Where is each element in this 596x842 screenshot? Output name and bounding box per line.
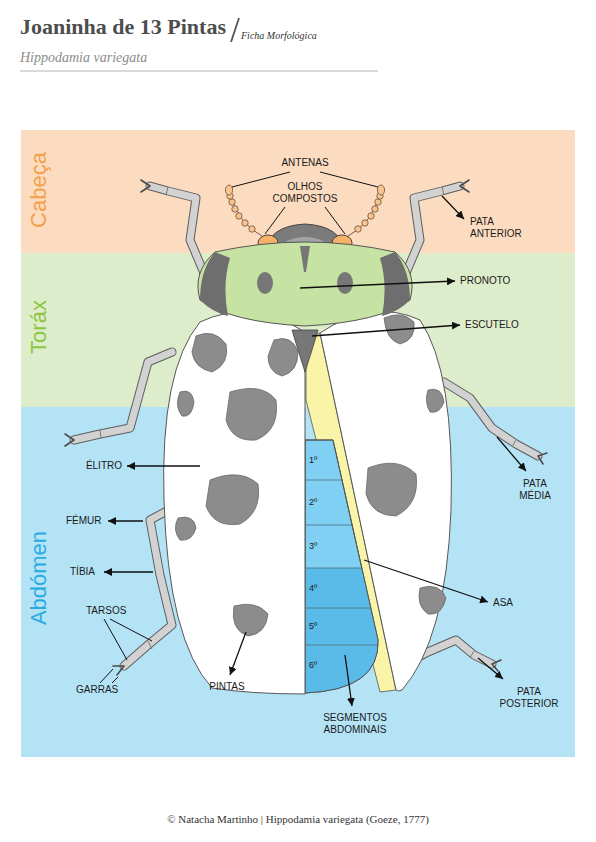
- spot: [192, 333, 227, 372]
- tarsus-joint: [100, 430, 101, 438]
- part-label: SEGMENTOS ABDOMINAIS: [315, 712, 395, 736]
- elytron: [164, 312, 452, 694]
- part-label: TÍBIA: [70, 566, 95, 578]
- abdomen: [305, 608, 371, 609]
- part-label: PATA ANTERIOR: [470, 216, 532, 240]
- leader-arrow: [108, 520, 143, 521]
- leader-arrow: [230, 632, 246, 675]
- segment-number: 1º: [309, 455, 317, 466]
- region-name: Toráx: [28, 300, 50, 354]
- spot: [175, 315, 446, 636]
- antenna: [377, 185, 384, 195]
- antenna: [372, 206, 378, 212]
- antenna: [232, 206, 238, 212]
- tarsus-joint: [148, 641, 152, 649]
- tarsus-joint: [166, 187, 168, 195]
- part-label: PRONOTO: [460, 275, 510, 287]
- part-label: OLHOS COMPOSTOS: [270, 181, 340, 205]
- antenna: [229, 199, 235, 205]
- antenna: [225, 185, 232, 195]
- abdomen: [305, 645, 379, 646]
- tarsus-joint: [470, 651, 474, 658]
- pronotum: [257, 272, 273, 294]
- part-label: FÉMUR: [66, 515, 102, 527]
- antenna: [236, 213, 242, 219]
- antenna: [249, 226, 255, 232]
- spot: [233, 604, 268, 636]
- segment-number: 5º: [309, 621, 317, 632]
- subtitle-tag: Ficha Morfológica: [241, 30, 317, 42]
- spot: [226, 388, 277, 440]
- spot: [206, 475, 259, 525]
- tarsus-joint: [442, 187, 444, 195]
- pronotum: [337, 272, 353, 294]
- segment-number: 6º: [309, 660, 317, 671]
- antenna: [375, 199, 381, 205]
- spot: [177, 391, 194, 416]
- spot: [366, 463, 417, 516]
- part-label: ÉLITRO: [80, 460, 122, 472]
- part-label: ASA: [493, 597, 513, 609]
- part-label: ESCUTELO: [465, 319, 519, 331]
- segment-number: 3º: [309, 541, 317, 552]
- region-name: Abdómen: [28, 531, 50, 625]
- part-label: PATA MÉDIA: [510, 478, 560, 502]
- spot: [175, 517, 196, 540]
- part-label: ANTENAS: [275, 157, 335, 169]
- antenna: [362, 220, 368, 226]
- antenna: [368, 213, 374, 219]
- abdomen: [305, 480, 342, 481]
- region-name: Cabeça: [28, 152, 50, 228]
- pronotum: [300, 246, 310, 272]
- part-label: GARRAS: [76, 684, 118, 696]
- header-rule: [20, 71, 378, 72]
- elytron: [164, 312, 305, 694]
- elytron: [320, 312, 451, 691]
- part-label: PINTAS: [202, 681, 252, 693]
- title-slash: [231, 18, 239, 42]
- antenna: [242, 220, 248, 226]
- credit-caption: © Natacha Martinho | Hippodamia variegat…: [0, 812, 596, 826]
- part-label: TARSOS: [86, 605, 126, 617]
- leader-arrow: [127, 465, 200, 466]
- diagram-title: Joaninha de 13 Pintas: [20, 14, 226, 40]
- segment-number: 4º: [309, 583, 317, 594]
- abdomen: [305, 568, 362, 569]
- spot: [426, 389, 444, 412]
- segment-number: 2º: [309, 497, 317, 508]
- part-label: PATA POSTERIOR: [493, 686, 565, 710]
- antenna: [355, 226, 361, 232]
- spot: [268, 339, 298, 377]
- abdomen: [305, 525, 352, 526]
- tarsus-joint: [512, 440, 516, 447]
- species-name: Hippodamia variegata: [20, 49, 147, 66]
- leader-arrow: [104, 571, 153, 572]
